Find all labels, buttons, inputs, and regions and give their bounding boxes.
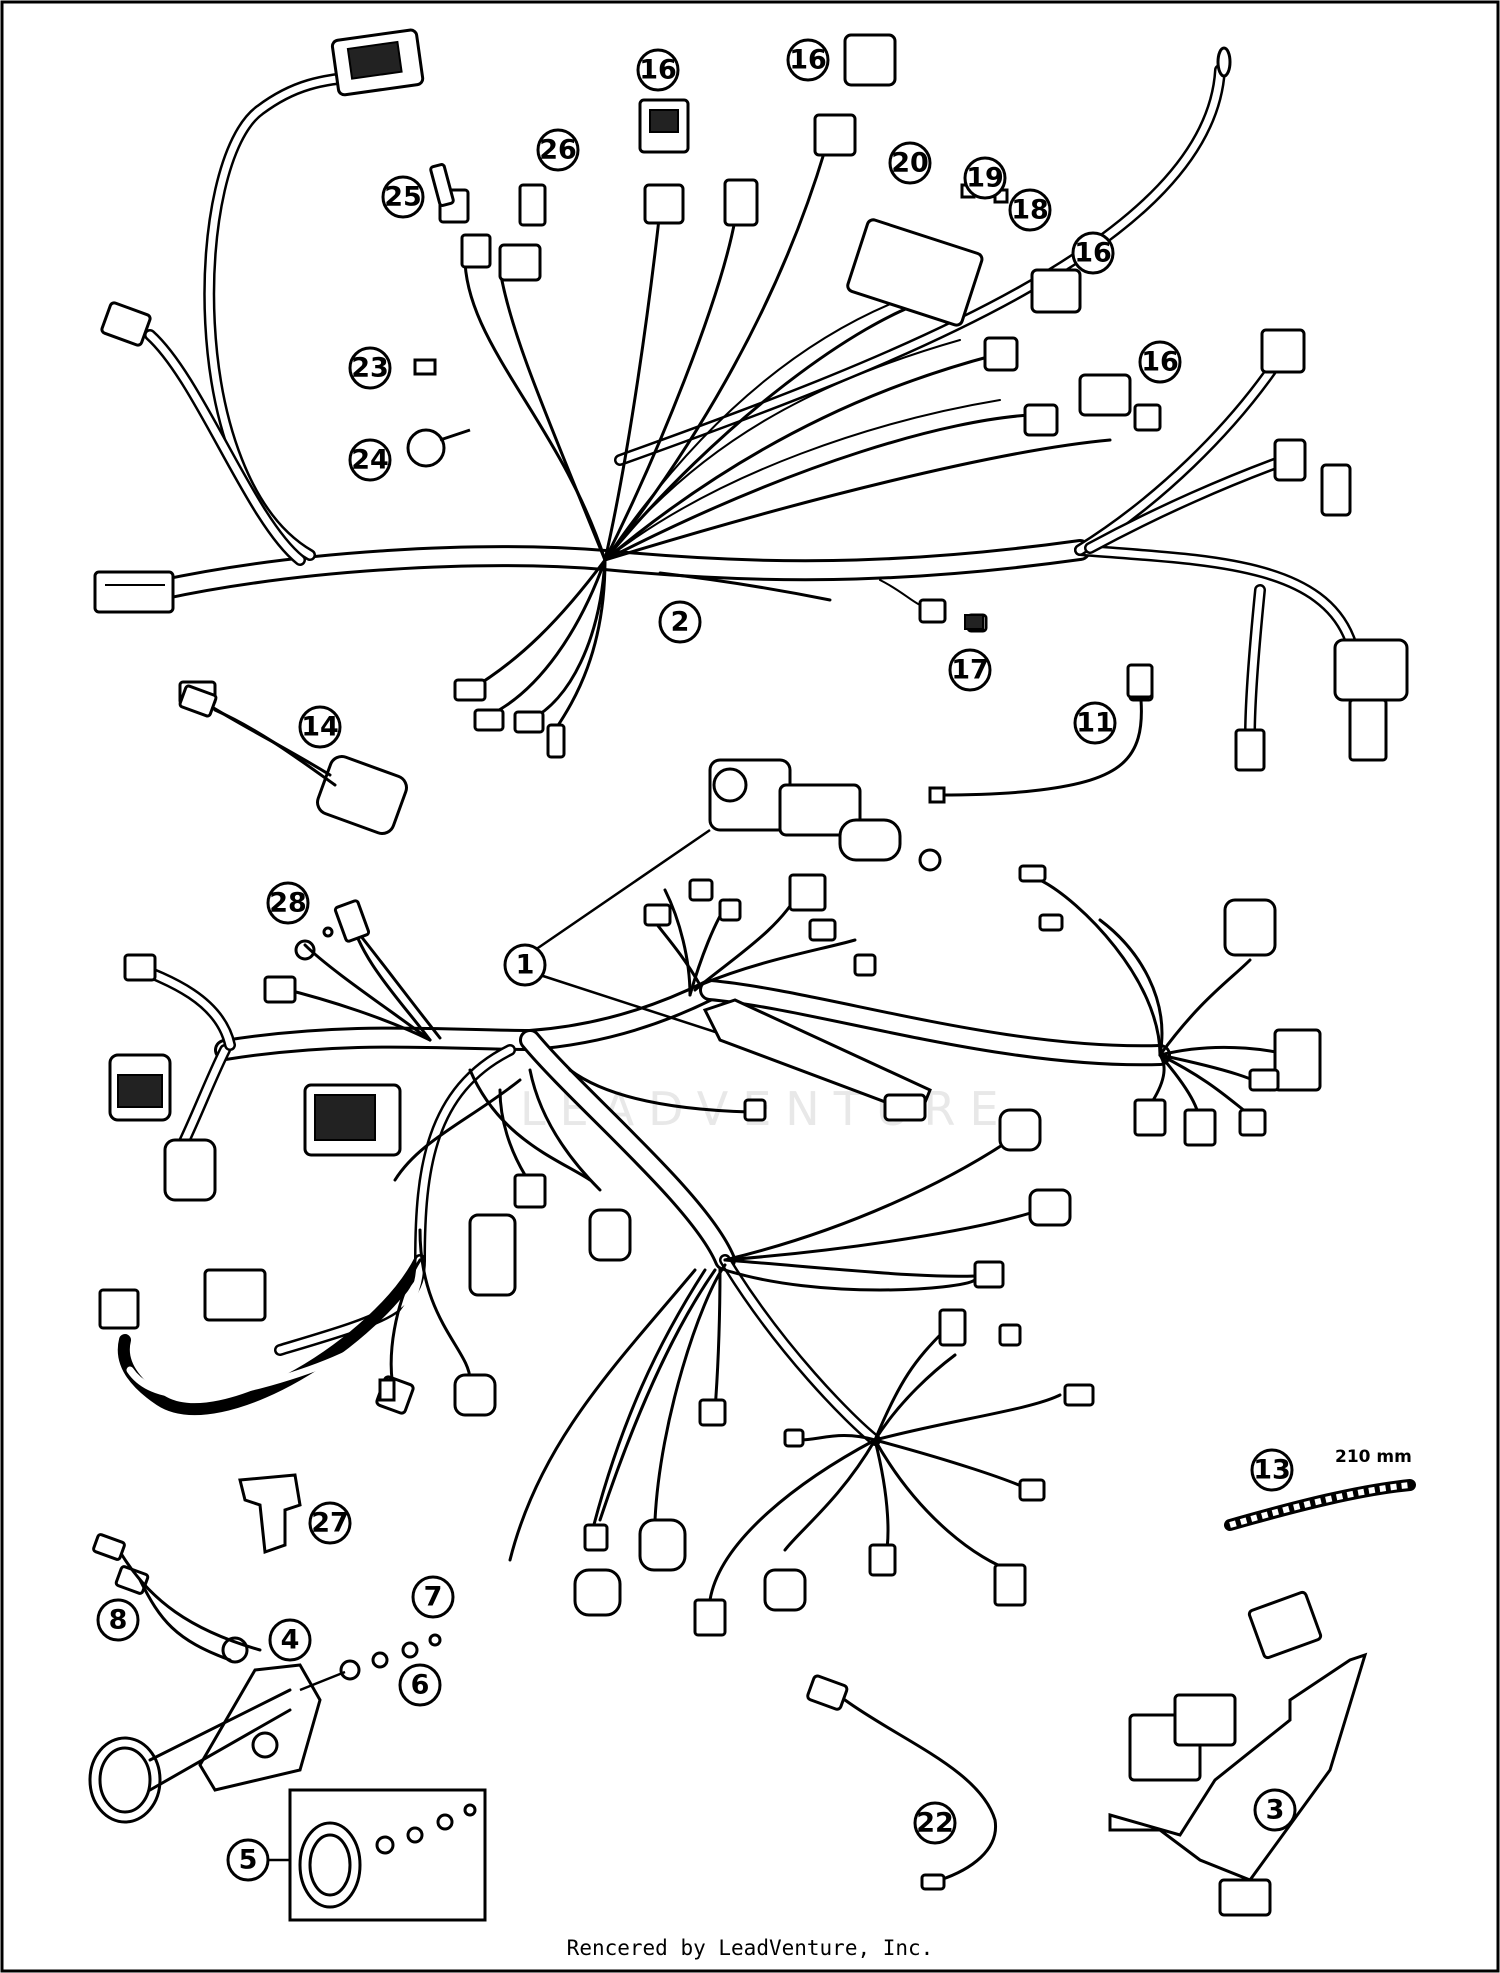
svg-text:26: 26 xyxy=(539,135,577,166)
callout-1: 1 xyxy=(503,943,547,987)
svg-text:27: 27 xyxy=(311,1508,349,1539)
svg-text:4: 4 xyxy=(281,1625,300,1656)
svg-text:25: 25 xyxy=(384,182,422,213)
callout-24: 24 xyxy=(348,438,392,482)
svg-text:16: 16 xyxy=(1074,238,1112,269)
svg-text:5: 5 xyxy=(239,1845,258,1876)
svg-text:16: 16 xyxy=(789,45,827,76)
svg-text:8: 8 xyxy=(109,1605,128,1636)
svg-text:11: 11 xyxy=(1076,708,1114,739)
callout-18: 18 xyxy=(1008,188,1052,232)
lower-connectors xyxy=(98,758,1322,1637)
callout-6: 6 xyxy=(398,1663,442,1707)
callout-16a: 16 xyxy=(636,48,680,92)
callout-16c: 16 xyxy=(1071,231,1115,275)
callout-2: 2 xyxy=(658,600,702,644)
svg-text:17: 17 xyxy=(951,655,989,686)
svg-text:1: 1 xyxy=(516,950,535,981)
callout-13: 13 xyxy=(1250,1448,1294,1492)
svg-text:3: 3 xyxy=(1266,1795,1285,1826)
callout-4: 4 xyxy=(268,1618,312,1662)
callout-19: 19 xyxy=(963,156,1007,200)
credit-text: Rencered by LeadVenture, Inc. xyxy=(567,1936,934,1960)
callout-7: 7 xyxy=(411,1575,455,1619)
callout-25: 25 xyxy=(381,175,425,219)
callout-11: 11 xyxy=(1073,701,1117,745)
callout-8: 8 xyxy=(96,1598,140,1642)
svg-text:6: 6 xyxy=(411,1670,430,1701)
callouts: 1 2 3 4 5 6 7 8 11 13 14 16 16 16 16 17 … xyxy=(96,38,1297,1882)
callout-16b: 16 xyxy=(786,38,830,82)
svg-text:19: 19 xyxy=(966,163,1004,194)
callout-26: 26 xyxy=(536,128,580,172)
callout-20: 20 xyxy=(888,141,932,185)
callout-16d: 16 xyxy=(1138,340,1182,384)
svg-text:22: 22 xyxy=(916,1808,954,1839)
callout-17: 17 xyxy=(948,648,992,692)
main-harness-upper xyxy=(144,64,1356,741)
svg-text:16: 16 xyxy=(639,55,677,86)
loose-parts xyxy=(88,614,1416,1922)
svg-text:24: 24 xyxy=(351,445,389,476)
svg-text:13: 13 xyxy=(1253,1455,1291,1486)
callout-14: 14 xyxy=(298,705,342,749)
callout-27: 27 xyxy=(308,1501,352,1545)
svg-text:7: 7 xyxy=(424,1582,443,1613)
callout-5: 5 xyxy=(226,1838,270,1882)
upper-connectors xyxy=(93,28,1409,835)
svg-text:18: 18 xyxy=(1011,195,1049,226)
svg-text:28: 28 xyxy=(269,888,307,919)
svg-text:14: 14 xyxy=(301,712,339,743)
svg-text:20: 20 xyxy=(891,148,929,179)
svg-text:16: 16 xyxy=(1141,347,1179,378)
callout-22: 22 xyxy=(913,1801,957,1845)
callout-3: 3 xyxy=(1253,1788,1297,1832)
svg-text:2: 2 xyxy=(671,607,690,638)
main-harness-lower xyxy=(117,828,1307,1602)
callout-28: 28 xyxy=(266,881,310,925)
dimension-label: 210 mm xyxy=(1335,1447,1412,1467)
callout-23: 23 xyxy=(348,346,392,390)
svg-text:23: 23 xyxy=(351,353,389,384)
